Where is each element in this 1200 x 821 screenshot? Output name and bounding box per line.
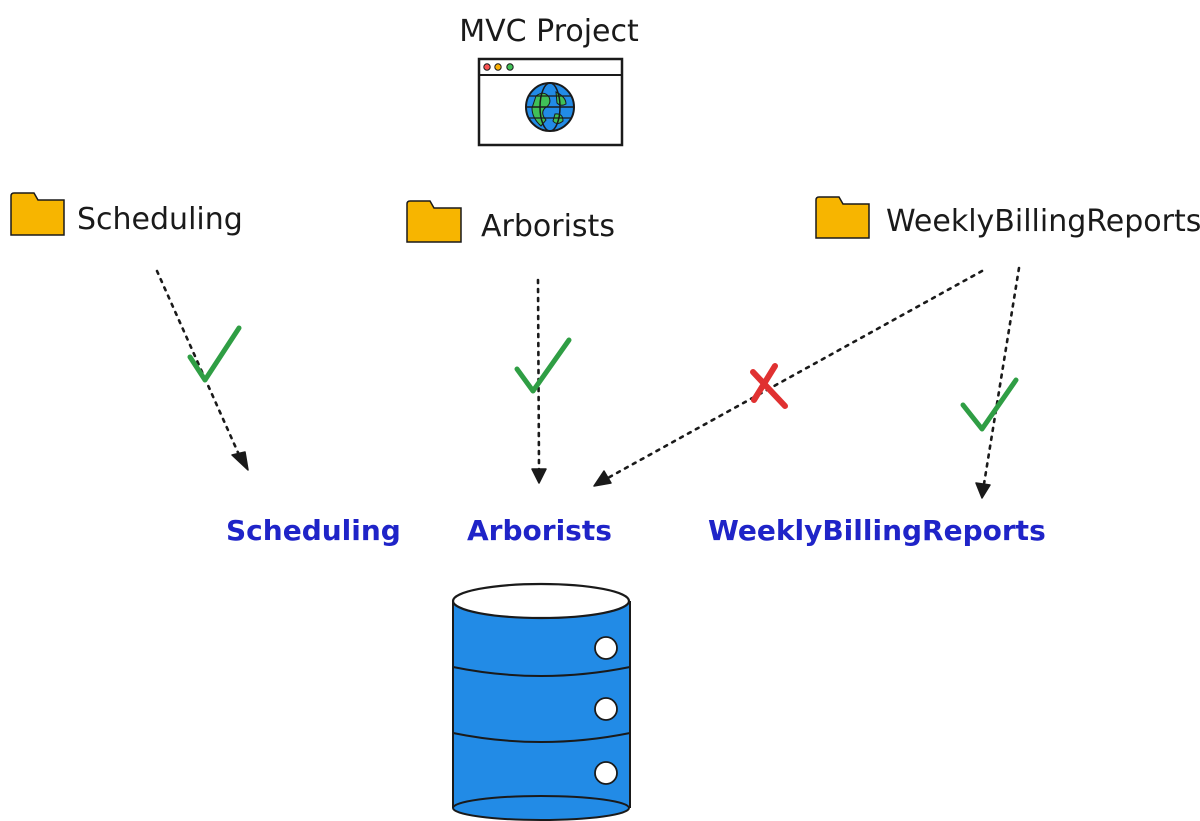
check-icon [514,337,572,394]
folder-weekly-billing-reports: WeeklyBillingReports [815,196,1200,239]
schema-label-weekly-billing-reports: WeeklyBillingReports [708,514,1046,547]
arrow-scheduling [155,269,249,471]
folder-label: Scheduling [77,202,243,237]
arrow-arborists [531,278,547,484]
folder-label: Arborists [481,209,615,244]
arrow-weekly [975,266,1021,499]
schema-label-scheduling: Scheduling [226,514,401,547]
folder-label: WeeklyBillingReports [886,204,1200,239]
check-icon [187,325,242,383]
folder-icon [406,200,462,243]
database-icon [451,582,631,821]
arrow-weekly-to-arborists [593,269,984,487]
folder-icon [10,192,65,236]
schema-label-arborists: Arborists [467,514,612,547]
folder-icon [815,196,870,239]
check-icon [960,377,1019,432]
project-title: MVC Project [459,14,639,49]
cross-icon [750,363,788,409]
folder-arborists: Arborists [406,200,615,244]
globe-icon [525,82,575,132]
folder-scheduling: Scheduling [10,192,243,237]
browser-window-globe-icon [477,57,624,147]
